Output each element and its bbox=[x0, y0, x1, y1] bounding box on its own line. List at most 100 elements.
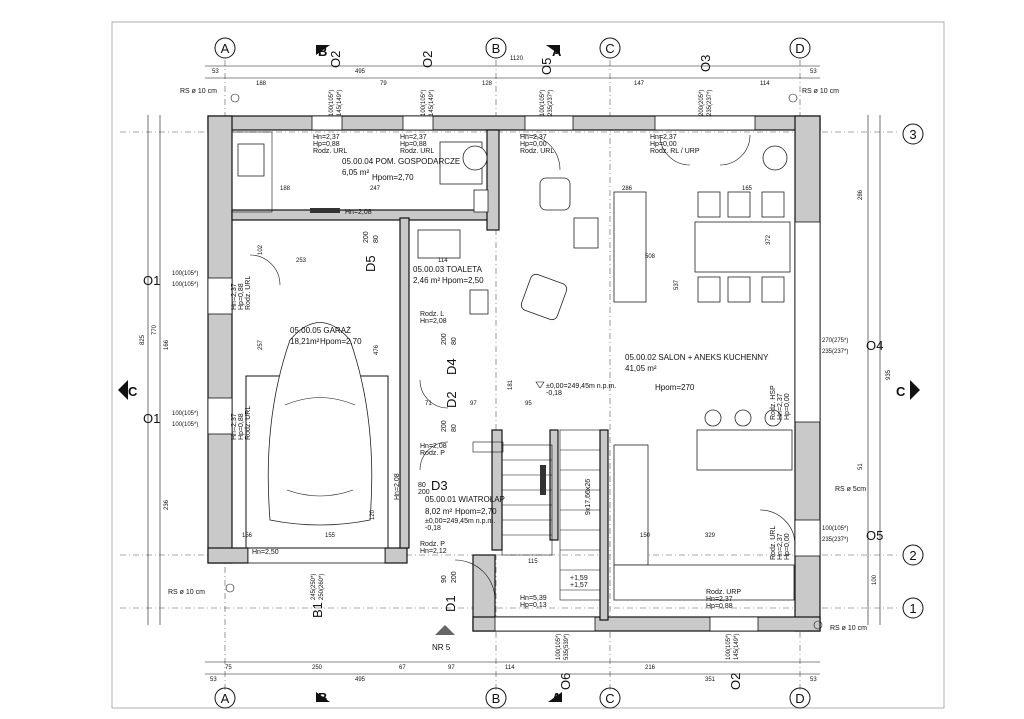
entrance-marker: NR 5 bbox=[432, 625, 455, 652]
door-80-a: 80 bbox=[373, 235, 380, 243]
room-toaleta-height: Hpom=2,50 bbox=[442, 276, 484, 285]
w5-hn: Hn=2,37 bbox=[231, 283, 238, 310]
size-b1b: 250(260*) bbox=[319, 574, 325, 600]
code-o1-upper: O1 bbox=[143, 273, 160, 288]
w4-hn: Hn=2,37 bbox=[650, 134, 677, 141]
code-o6-bottom: O6 bbox=[558, 673, 573, 690]
entrance-number: NR 5 bbox=[432, 643, 451, 652]
size-o4b: 235(237*) bbox=[822, 349, 848, 355]
level-salon: ±0,00=249,45m n.p.m. bbox=[546, 383, 616, 390]
room-salon-height: Hpom=270 bbox=[655, 383, 695, 392]
size-o2d: 145(149*) bbox=[734, 634, 740, 660]
axis-label-right-3: 3 bbox=[909, 127, 916, 142]
door-hn-208-a: Hn=2,08 bbox=[345, 209, 372, 216]
room-wiatrolap-name: 05.00.01 WIATROŁAP bbox=[425, 495, 505, 504]
door-200-e: 200 bbox=[451, 571, 458, 583]
dim-155: 155 bbox=[325, 533, 336, 539]
door-tags: Hn=2,08 Rodz. L Hn=2,08 Hn=2,08 Rodz. P … bbox=[252, 209, 458, 583]
code-o4: O4 bbox=[866, 338, 883, 353]
door-200-b: 200 bbox=[441, 333, 448, 345]
w2-rodz: Rodz. URL bbox=[400, 148, 434, 155]
door-rodz-l: Rodz. L bbox=[420, 311, 444, 318]
rain-pipe-labels: RS ø 10 cm RS ø 10 cm RS ø 10 cm RS ø 10… bbox=[168, 88, 867, 632]
level-step: +1,59 bbox=[570, 575, 588, 582]
dim-top-d: 79 bbox=[380, 81, 387, 87]
axis-label-top-c: C bbox=[605, 41, 614, 56]
section-marks: B A B A C C bbox=[118, 44, 920, 705]
dim-top-h: 53 bbox=[810, 69, 817, 75]
code-o2-top-mid: O2 bbox=[420, 51, 435, 68]
dim-71: 71 bbox=[425, 401, 432, 407]
axis-label-top-b: B bbox=[492, 41, 501, 56]
car-symbol bbox=[245, 322, 389, 549]
code-d3: D3 bbox=[431, 478, 448, 493]
w9-rodz: Rodz. URP bbox=[706, 589, 741, 596]
dim-top-b: 495 bbox=[355, 69, 366, 75]
w2-hp: Hp=0,88 bbox=[400, 141, 427, 148]
w3-rodz: Rodz. URL bbox=[520, 148, 554, 155]
opening-codes: O2 O2 O5 O3 O1 O1 O4 O5 O6 O2 D5 D4 D2 D… bbox=[143, 51, 883, 690]
code-d5: D5 bbox=[363, 255, 378, 272]
w8-rodz: Rodz. URL bbox=[770, 526, 777, 560]
size-o1b: 100(105*) bbox=[172, 282, 198, 288]
dimension-lines bbox=[147, 65, 881, 675]
level-step-2: +1,57 bbox=[570, 582, 588, 589]
dim-476: 476 bbox=[374, 344, 380, 355]
dim-120: 120 bbox=[370, 509, 376, 520]
dim-100: 100 bbox=[872, 574, 878, 585]
dim-329: 329 bbox=[705, 533, 716, 539]
door-hn-208-c: Hn=2,08 bbox=[420, 443, 447, 450]
room-garaz-area: 18,21m² bbox=[290, 337, 320, 346]
size-o2a2: 145(149*) bbox=[337, 90, 343, 116]
dim-97: 97 bbox=[470, 401, 477, 407]
dim-247: 247 bbox=[370, 186, 381, 192]
door-80-d: 80 bbox=[418, 482, 426, 489]
size-o6a: 100(105*) bbox=[556, 634, 562, 660]
dim-bottom-g: 351 bbox=[705, 677, 716, 683]
rs-bottom-right: RS ø 10 cm bbox=[830, 625, 867, 632]
dim-bottom-h: 495 bbox=[355, 677, 366, 683]
w1-hn: Hn=2,37 bbox=[313, 134, 340, 141]
door-200-d: 200 bbox=[418, 489, 430, 496]
size-o5b: 235(237*) bbox=[548, 90, 554, 116]
w2-hn: Hn=2,37 bbox=[400, 134, 427, 141]
axis-label-right-2: 2 bbox=[909, 548, 916, 563]
w3-hn: Hn=2,37 bbox=[520, 134, 547, 141]
dim-102: 102 bbox=[258, 244, 264, 255]
dim-top-c: 188 bbox=[256, 81, 267, 87]
w8-hp: Hp=0,00 bbox=[784, 533, 791, 560]
w1-rodz: Rodz. URL bbox=[313, 148, 347, 155]
door-hn-208-d: Hn=2,08 bbox=[394, 473, 401, 500]
w10-hp: Hp=0,13 bbox=[520, 602, 547, 609]
section-b-bottom: B bbox=[318, 690, 327, 705]
dim-top-e: 128 bbox=[482, 81, 493, 87]
axis-label-bottom-a: A bbox=[221, 691, 230, 706]
door-hn-212: Hn=2,12 bbox=[420, 548, 447, 555]
dim-bottom-j: 53 bbox=[810, 677, 817, 683]
size-o1c: 100(105*) bbox=[172, 411, 198, 417]
code-d1: D1 bbox=[443, 595, 458, 612]
dim-770: 770 bbox=[152, 324, 158, 335]
room-garaz-name: 05.00.05 GARAŻ bbox=[290, 326, 351, 335]
axis-label-bottom-d: D bbox=[795, 691, 804, 706]
door-rodz-p-2: Rodz. P bbox=[420, 541, 445, 548]
stairs-label: 9x17,66x26 bbox=[585, 479, 592, 515]
opening-sizes: 100(105*) 145(149*) 100(105*) 145(149*) … bbox=[172, 90, 848, 660]
rs-top-right: RS ø 10 cm bbox=[802, 88, 839, 95]
door-hn-250: Hn=2,50 bbox=[252, 549, 279, 556]
size-o5c: 100(105*) bbox=[822, 526, 848, 532]
w3-hp: Hp=0,00 bbox=[520, 141, 547, 148]
dim-bottom-c: 67 bbox=[399, 665, 406, 671]
room-toaleta-name: 05.00.03 TOALETA bbox=[413, 265, 483, 274]
dim-825: 825 bbox=[140, 334, 146, 345]
level-wiatrolap-2: -0,18 bbox=[425, 525, 441, 532]
w7-hn: Hn=2,37 bbox=[777, 393, 784, 420]
dim-bottom-a: 75 bbox=[225, 665, 232, 671]
w5-hp: Hp=0,88 bbox=[238, 283, 245, 310]
dim-115a: 115 bbox=[528, 559, 538, 565]
door-200-a: 200 bbox=[363, 231, 370, 243]
size-o4a: 270(275*) bbox=[822, 338, 848, 344]
dim-188: 188 bbox=[280, 186, 291, 192]
code-d2: D2 bbox=[444, 391, 459, 408]
